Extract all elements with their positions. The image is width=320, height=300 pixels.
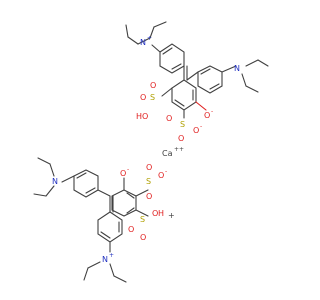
lower-sulfo2-s: S — [140, 215, 145, 224]
lower-iminium-n-label: N — [102, 255, 108, 264]
lower-sulfonated-ring — [111, 177, 149, 217]
lower-phenoxide-o: O — [120, 169, 126, 178]
upper-sulfo-s-left: S — [150, 93, 155, 102]
lower-iminium-charge: + — [109, 252, 114, 259]
lower-fragment — [33, 157, 149, 283]
lower-proton-charge: + — [168, 211, 175, 220]
lower-sulfo2-h: H — [158, 209, 164, 218]
upper-iminium-charge: + — [147, 35, 152, 42]
upper-sulfo-o-low-bottom: O — [178, 134, 184, 143]
molecule-structure: N + N O S O HO O S O O - O - Ca ++ — [33, 21, 269, 283]
lower-sulfo1-o-right: O — [158, 171, 164, 180]
upper-sulfo-ho: HO — [136, 112, 148, 121]
upper-phenoxide-o: O — [204, 111, 210, 120]
upper-sulfo-o-low-right: O — [193, 126, 199, 135]
lower-amine-n-label: N — [52, 177, 58, 186]
calcium-label: Ca — [162, 149, 173, 158]
upper-iminium-n-label: N — [140, 38, 146, 47]
lower-sulfo1-charge: - — [165, 168, 167, 175]
lower-sulfo2-o-lower: O — [140, 233, 146, 242]
lower-sulfo1-s: S — [146, 177, 151, 186]
upper-sulfo-o-low-left: O — [166, 114, 172, 123]
upper-sulfonated-ring — [161, 79, 207, 119]
upper-phenoxide-charge: - — [211, 108, 213, 115]
lower-sulfo2-o-bottom: O — [128, 225, 134, 234]
upper-iminium-group — [125, 21, 167, 53]
upper-fragment — [125, 21, 269, 119]
lower-sulfo1-o-top: O — [146, 163, 152, 172]
lower-quinoid-ring — [83, 211, 127, 283]
calcium-charge: ++ — [174, 146, 184, 153]
upper-sulfo-o-top: O — [150, 81, 156, 90]
lower-sulfo2-o-right: O — [152, 209, 158, 218]
upper-quinoid-ring — [159, 43, 185, 74]
upper-sulfo-s-low: S — [180, 120, 185, 129]
lower-sulfo1-o-bottom: O — [146, 192, 152, 201]
upper-aminophenyl-ring — [186, 59, 269, 94]
upper-sulfo-o-left: O — [140, 93, 146, 102]
lower-aminophenyl-ring — [33, 157, 99, 198]
lower-phenoxide-charge: - — [127, 166, 129, 173]
upper-sulfo-charge: - — [200, 123, 202, 130]
upper-amine-n-label: N — [234, 64, 240, 73]
